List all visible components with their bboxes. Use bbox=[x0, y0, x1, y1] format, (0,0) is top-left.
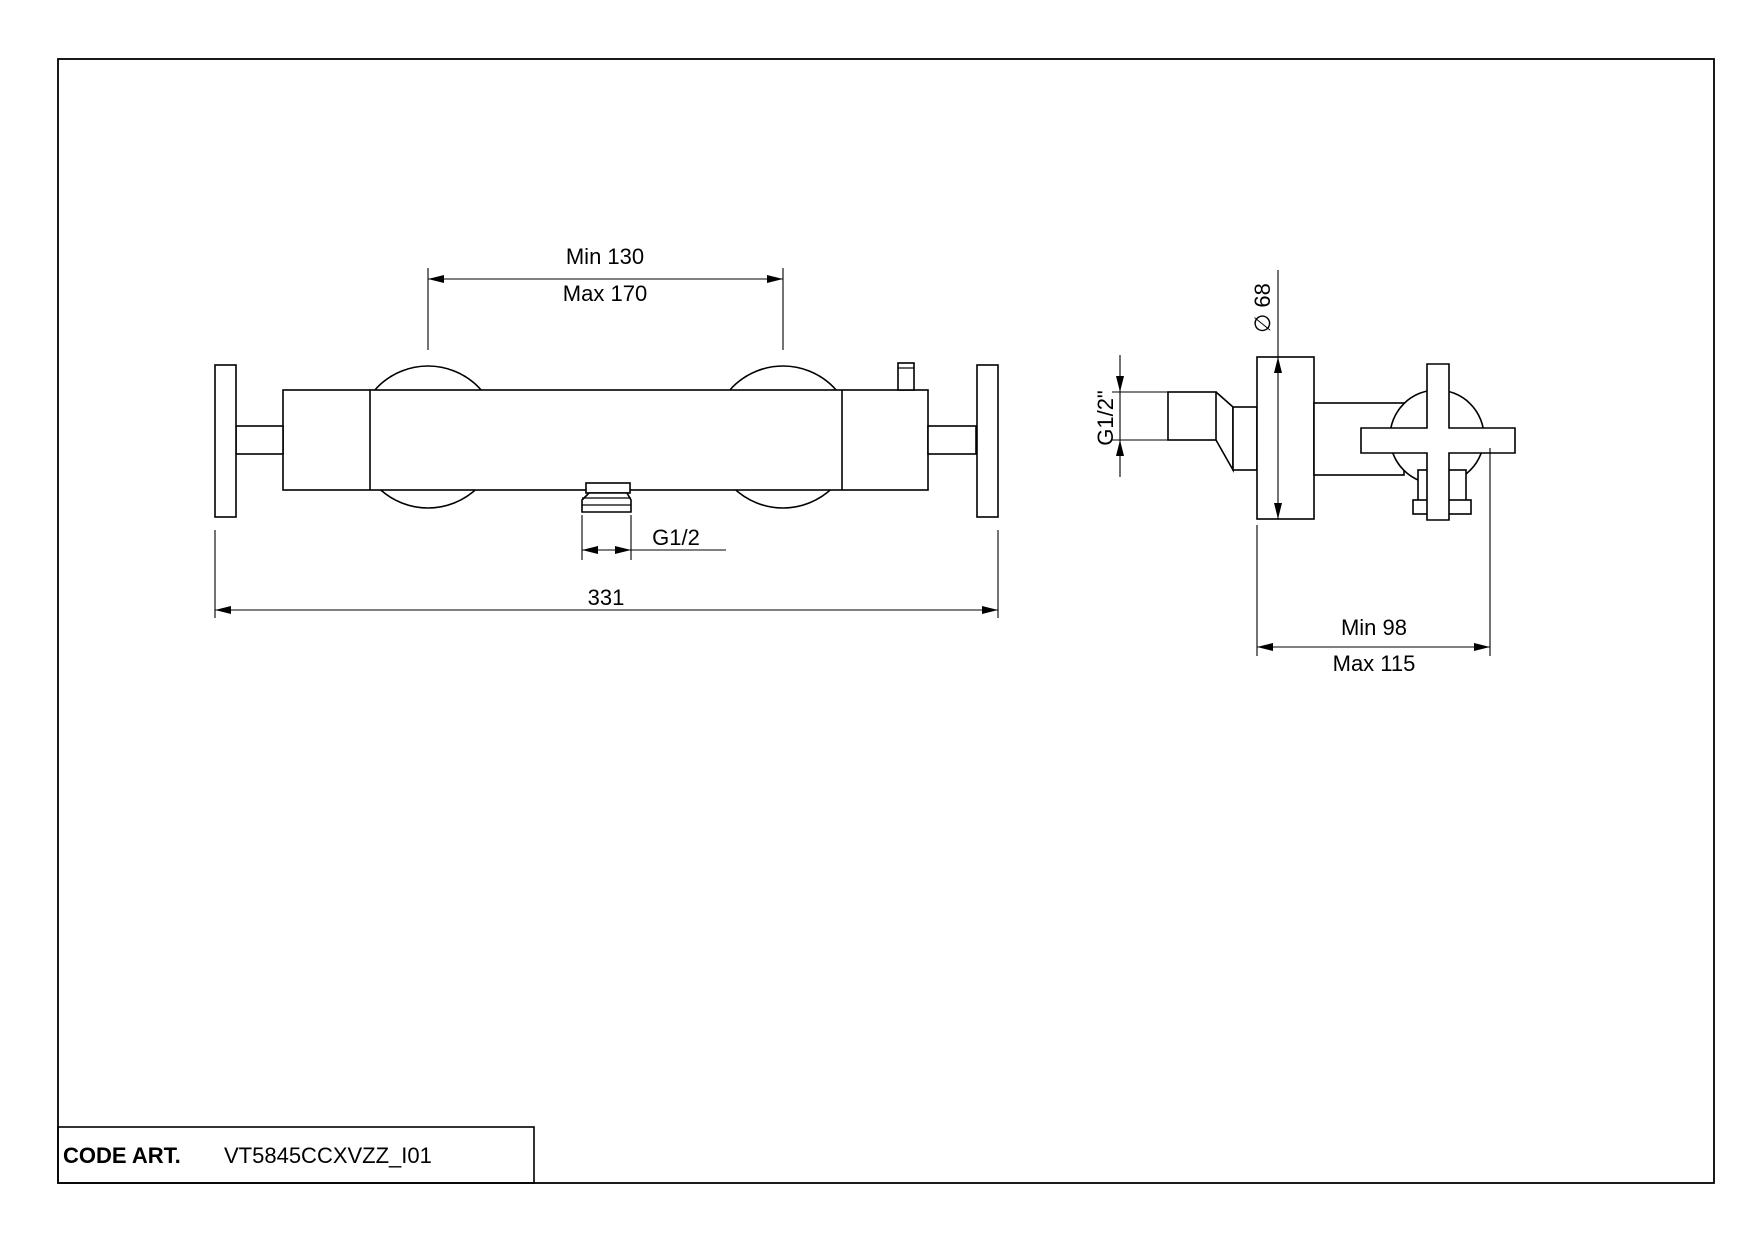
dim-wall-plate-diameter: ∅ 68 bbox=[1250, 270, 1282, 519]
dim-depth-min-label: Min 98 bbox=[1341, 615, 1407, 640]
side-view: ∅ 68 G1/2" Min 98 Max 115 bbox=[1093, 270, 1516, 676]
side-cross-handle bbox=[1360, 363, 1516, 521]
right-spindle bbox=[927, 425, 977, 455]
dim-depth: Min 98 Max 115 bbox=[1256, 448, 1491, 676]
dim-center-distance: Min 130 Max 170 bbox=[427, 244, 784, 350]
code-art-label: CODE ART. bbox=[63, 1143, 181, 1168]
dim-wall-plate-diameter-label: ∅ 68 bbox=[1250, 283, 1275, 333]
dim-inlet-thread-label: G1/2" bbox=[1093, 390, 1118, 446]
diverter-stem bbox=[897, 362, 915, 391]
wall-plate bbox=[1256, 356, 1315, 520]
code-art-value: VT5845CCXVZZ_I01 bbox=[224, 1143, 432, 1168]
left-spindle bbox=[235, 425, 284, 455]
right-cross-handle bbox=[976, 364, 999, 518]
outlet-nut bbox=[581, 482, 632, 513]
inlet-fitting bbox=[1167, 391, 1217, 441]
dim-overall-width: 331 bbox=[214, 530, 999, 618]
mixer-body bbox=[282, 389, 929, 491]
dim-center-min-label: Min 130 bbox=[566, 244, 644, 269]
drawing-frame bbox=[57, 58, 1715, 1184]
left-cross-handle bbox=[214, 364, 237, 518]
dim-inlet-thread: G1/2" bbox=[1093, 355, 1168, 477]
dim-outlet-thread: G1/2 bbox=[581, 515, 726, 560]
title-block: CODE ART. VT5845CCXVZZ_I01 bbox=[57, 1126, 535, 1184]
dim-depth-max-label: Max 115 bbox=[1333, 651, 1416, 676]
dim-center-max-label: Max 170 bbox=[563, 281, 647, 306]
front-view: Min 130 Max 170 G1/2 331 bbox=[214, 244, 999, 618]
dim-overall-width-label: 331 bbox=[588, 585, 625, 610]
dim-outlet-thread-label: G1/2 bbox=[652, 525, 700, 550]
